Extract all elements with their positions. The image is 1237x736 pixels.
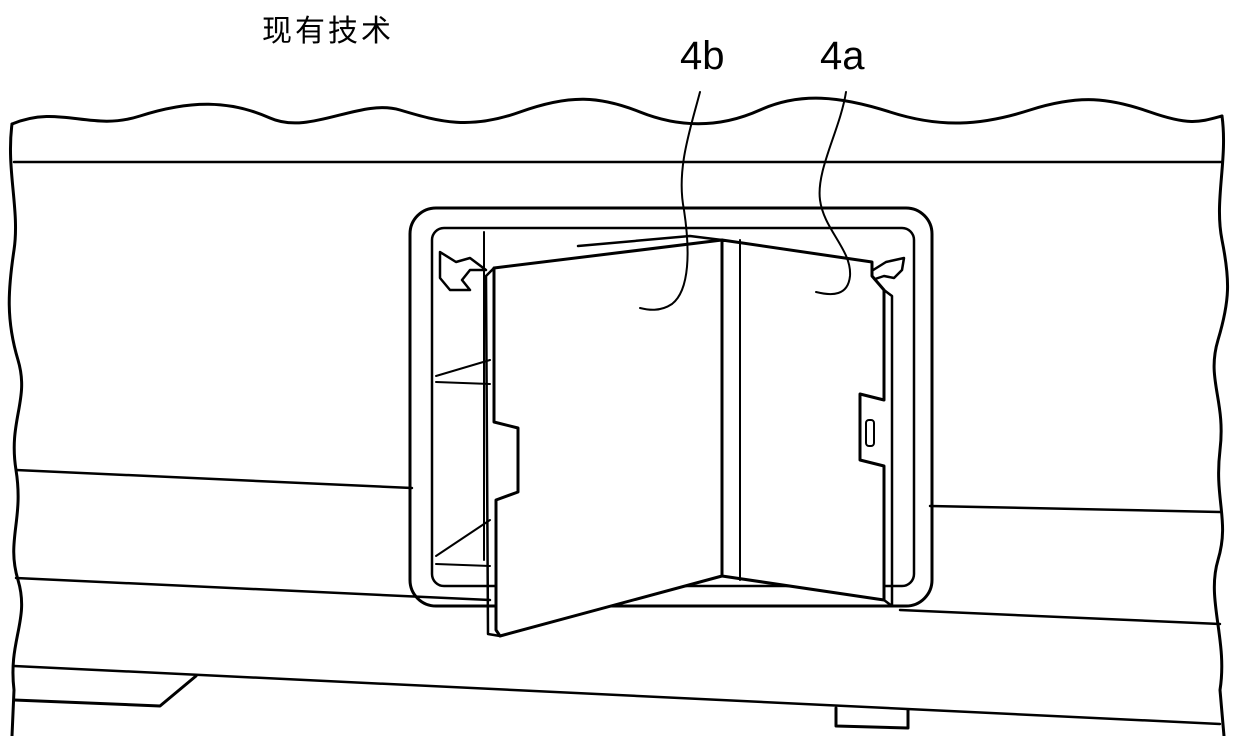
left-hinge-hook bbox=[438, 250, 488, 292]
flap-4a-thickness bbox=[882, 288, 894, 608]
leader-line-4b bbox=[639, 91, 701, 311]
reference-label-4a: 4a bbox=[820, 34, 865, 78]
panel-top-break-line bbox=[10, 96, 1224, 126]
latch-slot bbox=[865, 419, 875, 447]
flap-4a bbox=[720, 238, 886, 602]
flap-4b-top-edge bbox=[576, 234, 724, 248]
panel-edge-line-lower bbox=[14, 576, 492, 602]
panel-right-break-line bbox=[1212, 114, 1230, 736]
recess-frame-outer bbox=[408, 206, 934, 608]
leader-line-4a bbox=[815, 91, 852, 295]
panel-edge-line-middle bbox=[14, 468, 414, 490]
bottom-left-foot bbox=[12, 674, 198, 708]
panel-left-break-line bbox=[7, 122, 24, 736]
recess-shelf-upper bbox=[435, 359, 491, 385]
recess-shelf-lower bbox=[435, 519, 491, 567]
panel-edge-line-bottom bbox=[12, 664, 1222, 726]
right-hinge-hook bbox=[868, 256, 906, 282]
panel-edge-line-lower-right bbox=[898, 608, 1222, 626]
reference-label-4b: 4b bbox=[680, 34, 725, 78]
panel-edge-line-middle-right bbox=[928, 504, 1222, 514]
figure-caption: 现有技术 bbox=[262, 14, 394, 49]
flap-4b-thickness bbox=[484, 266, 502, 638]
flap-4b bbox=[492, 238, 724, 638]
bottom-tab bbox=[834, 706, 910, 730]
